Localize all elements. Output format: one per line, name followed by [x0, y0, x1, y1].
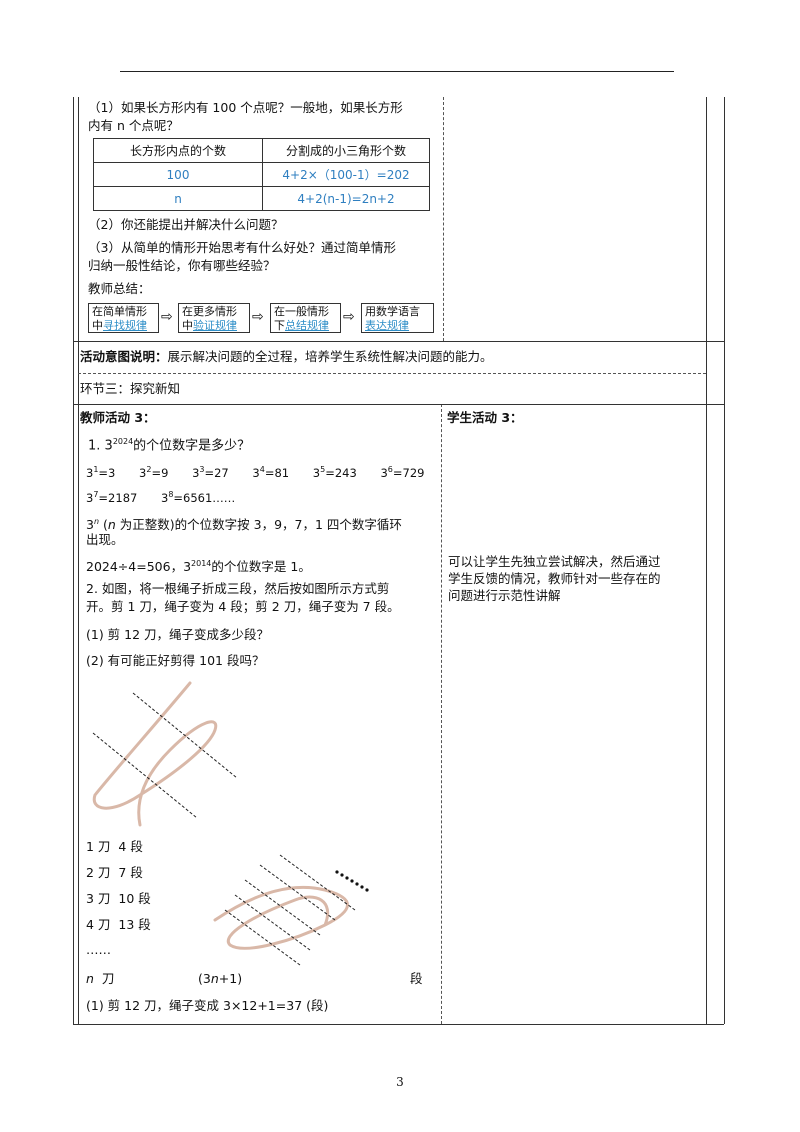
intent-row: 活动意图说明：展示解决问题的全过程，培养学生系统性解决问题的能力。	[80, 349, 493, 365]
cut-lines	[224, 854, 356, 966]
flow-step-2-pre: 中	[182, 319, 193, 332]
points-triangles-table: 长方形内点的个数 分割成的小三角形个数 100 4+2×（100-1）=202 …	[93, 138, 430, 211]
power-item: 32=9	[139, 465, 169, 480]
intent-text: 展示解决问题的全过程，培养学生系统性解决问题的能力。	[167, 349, 493, 364]
p2-sub1: (1) 剪 12 刀，绳子变成多少段？	[86, 627, 270, 642]
general-n: n 刀	[86, 971, 115, 986]
flow-step-1: 在简单情形 中寻找规律	[88, 303, 159, 333]
flow-arrow-icon: ⇨	[343, 309, 355, 325]
cycle-line2: 出现。	[86, 532, 124, 547]
flow-step-2: 在更多情形 中验证规律	[178, 303, 250, 333]
header-rule	[120, 71, 674, 72]
column-divider-top	[443, 97, 444, 341]
flow-step-1-pre: 中	[92, 319, 103, 332]
student-text-line3: 问题进行示范性讲解	[448, 588, 561, 603]
table-border-bottom	[73, 1024, 724, 1025]
power-item: 34=81	[252, 465, 290, 480]
teacher-summary-label: 教师总结：	[88, 281, 151, 296]
power-item: 38=6561……	[160, 490, 236, 505]
rope-figure-one-cut	[92, 681, 238, 827]
row-line-3	[73, 404, 724, 405]
table-border-right-inner	[706, 97, 707, 1024]
table-row: 100 4+2×（100-1）=202	[93, 162, 430, 187]
table-border-right	[724, 97, 725, 1024]
flow-step-4-key: 表达规律	[365, 319, 409, 332]
p1-exponent: 2024	[112, 437, 134, 446]
student-text-line1: 可以让学生先独立尝试解决，然后通过	[448, 554, 661, 569]
flow-step-4-top: 用数学语言	[365, 305, 420, 318]
flow-arrow-icon: ⇨	[161, 309, 173, 325]
table-row: 长方形内点的个数 分割成的小三角形个数	[93, 138, 430, 163]
cut-line	[132, 692, 238, 779]
cut-line	[92, 732, 198, 819]
powers-row-1: 31=3 32=9 33=27 34=81 35=243 36=729	[86, 462, 424, 481]
table-cell: 4+2×（100-1）=202	[262, 162, 430, 187]
problem-1-title: 1. 32024的个位数字是多少？	[88, 434, 250, 454]
section-title: 环节三：探究新知	[80, 381, 181, 396]
general-duan: 段	[410, 971, 423, 986]
flow-step-3-top: 在一般情形	[274, 305, 329, 318]
table-border-left-inner	[78, 97, 79, 1024]
rope-figure-multiple-cuts	[213, 854, 369, 966]
flow-step-2-key: 验证规律	[193, 319, 237, 332]
p2-line2: 开。剪 1 刀，绳子变为 4 段；剪 2 刀，绳子变为 7 段。	[86, 599, 400, 614]
q1-line2: 内有 n 个点呢？	[88, 118, 179, 133]
column-divider-bottom	[441, 404, 442, 1024]
q2: （2）你还能提出并解决什么问题？	[88, 217, 284, 232]
table-border-left	[73, 97, 74, 1024]
table-cell: 100	[93, 162, 263, 187]
teacher-activity-label: 教师活动 3：	[80, 410, 156, 425]
power-item: 33=27	[192, 465, 229, 480]
table-header-cell: 长方形内点的个数	[93, 138, 263, 163]
power-item: 36=729	[380, 465, 425, 480]
student-activity-label: 学生活动 3：	[447, 410, 523, 425]
student-text-line2: 学生反馈的情况，教师针对一些存在的	[448, 571, 661, 586]
rope-icon	[92, 681, 218, 827]
table-header-cell: 分割成的小三角形个数	[262, 138, 430, 163]
cut-row-2: 2 刀 7 段	[86, 865, 143, 880]
flow-step-3-key: 总结规律	[285, 319, 329, 332]
table-cell: 4+2(n-1)=2n+2	[262, 186, 430, 211]
p2-sub2: (2) 有可能正好剪得 101 段吗？	[86, 653, 265, 668]
table-cell: n	[93, 186, 263, 211]
page-number: 3	[396, 1075, 404, 1089]
cut-row-3: 3 刀 10 段	[86, 891, 151, 906]
p1-suffix: 的个位数字是多少？	[133, 438, 251, 454]
flow-step-1-key: 寻找规律	[103, 319, 147, 332]
flow-step-3: 在一般情形 下总结规律	[270, 303, 341, 333]
row-line-2	[78, 373, 706, 374]
flow-arrow-icon: ⇨	[252, 309, 264, 325]
p2-line1: 2. 如图，将一根绳子折成三段，然后按如图所示方式剪	[86, 581, 390, 596]
flow-step-3-pre: 下	[274, 319, 285, 332]
q3-line1: （3）从简单的情形开始思考有什么好处？通过简单情形	[88, 240, 396, 255]
row-line-1	[73, 341, 724, 342]
table-row: n 4+2(n-1)=2n+2	[93, 186, 430, 211]
cut-row-1: 1 刀 4 段	[86, 839, 143, 854]
power-item: 35=243	[312, 465, 357, 480]
rope-icon	[213, 885, 349, 950]
p1-prefix: 1. 3	[88, 438, 113, 454]
q1-line1: （1）如果长方形内有 100 个点呢？一般地，如果长方形	[88, 100, 403, 115]
cut-row-4: 4 刀 13 段	[86, 917, 151, 932]
continuation-dots	[335, 870, 369, 892]
q3-line2: 归纳一般性结论，你有哪些经验？	[88, 258, 276, 273]
flow-step-4: 用数学语言 表达规律	[361, 303, 434, 333]
division-line: 2024÷4=506，32014的个位数字是 1。	[86, 559, 311, 575]
flow-step-2-top: 在更多情形	[182, 305, 237, 318]
power-item: 31=3	[86, 465, 116, 480]
intent-label: 活动意图说明：	[80, 349, 168, 364]
answer-1: (1) 剪 12 刀，绳子变成 3×12+1=37 (段)	[86, 998, 329, 1013]
power-item: 37=2187	[86, 490, 138, 505]
flow-step-1-top: 在简单情形	[92, 305, 147, 318]
cycle-line1: 3n (n 为正整数)的个位数字按 3，9，7，1 四个数字循环	[86, 517, 402, 533]
general-expression: (3n+1)	[198, 971, 243, 986]
powers-row-2: 37=2187 38=6561……	[86, 487, 235, 506]
ellipsis: ……	[86, 942, 111, 957]
